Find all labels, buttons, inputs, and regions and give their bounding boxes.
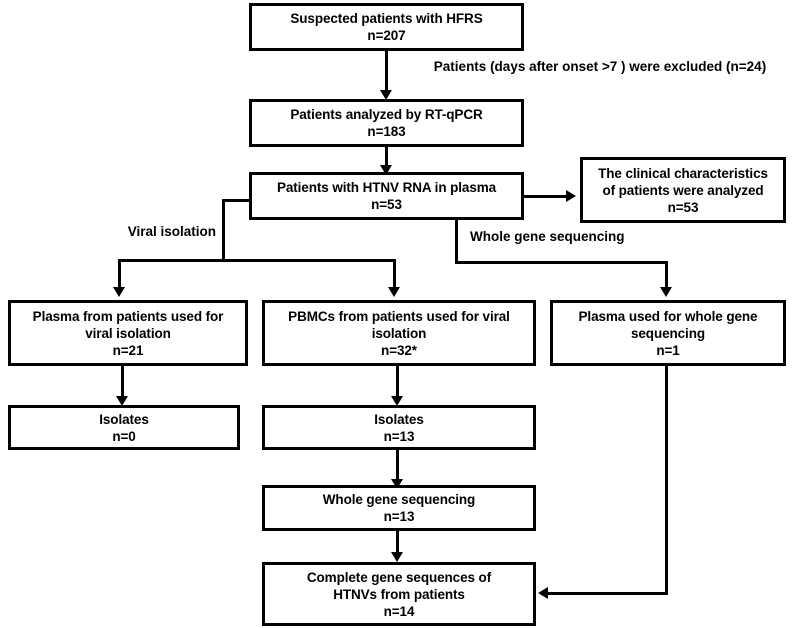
connector-viral-isolation-left-drop	[118, 259, 121, 291]
node-suspected-patients: Suspected patients with HFRS n=207	[249, 3, 524, 51]
node-complete-gene-sequences-line1: Complete gene sequences of	[306, 569, 492, 585]
edge-label-excluded: Patients (days after onset >7 ) were exc…	[415, 58, 785, 75]
arrowhead-to-pbmc-viral-isolation	[388, 287, 400, 297]
node-htnv-rna-plasma: Patients with HTNV RNA in plasma n=53	[249, 172, 524, 220]
node-rt-qpcr-line1: Patients analyzed by RT-qPCR	[290, 107, 483, 122]
node-clinical-characteristics-line1: The clinical characteristics	[598, 165, 768, 181]
connector-wgs-branch-horizontal	[455, 261, 668, 264]
arrowhead-rtqpcr-to-htnv	[380, 165, 392, 175]
node-pbmc-viral-isolation: PBMCs from patients used for viral isola…	[262, 300, 536, 366]
node-suspected-patients-line1: Suspected patients with HFRS	[290, 11, 483, 26]
connector-isolates13-to-wgs	[396, 450, 399, 483]
edge-label-whole-gene-sequencing-text: Whole gene sequencing	[470, 229, 625, 244]
node-plasma-whole-gene-sequencing-line1: Plasma used for whole gene	[578, 308, 758, 324]
node-clinical-characteristics: The clinical characteristics of patients…	[580, 157, 786, 223]
arrowhead-plasma-to-isolates0	[116, 396, 128, 406]
arrowhead-pbmc-to-isolates13	[391, 396, 403, 406]
node-complete-gene-sequences-count: n=14	[383, 603, 415, 619]
edge-label-excluded-line1: Patients (days after onset >7 ) were exc…	[433, 59, 723, 74]
node-whole-gene-sequencing-count: n=13	[383, 509, 415, 524]
connector-suspected-to-rtqpcr	[385, 51, 388, 94]
node-rt-qpcr: Patients analyzed by RT-qPCR n=183	[249, 99, 524, 147]
edge-label-viral-isolation-text: Viral isolation	[127, 224, 216, 239]
arrowhead-suspected-to-rtqpcr	[380, 90, 392, 100]
node-isolates-pbmc: Isolates n=13	[262, 405, 536, 450]
node-plasma-viral-isolation-count: n=21	[112, 342, 144, 358]
node-suspected-patients-count: n=207	[367, 28, 406, 43]
connector-wgs-branch-drop	[665, 261, 668, 291]
node-isolates-pbmc-count: n=13	[383, 428, 415, 444]
node-pbmc-viral-isolation-line1: PBMCs from patients used for viral	[288, 308, 510, 324]
connector-plasma-seq-to-complete-vertical	[665, 366, 668, 595]
node-whole-gene-sequencing-line1: Whole gene sequencing	[322, 492, 476, 507]
node-isolates-plasma-line1: Isolates	[99, 411, 149, 427]
node-plasma-whole-gene-sequencing: Plasma used for whole gene sequencing n=…	[550, 300, 786, 366]
arrowhead-wgs-to-complete	[391, 552, 403, 562]
node-complete-gene-sequences: Complete gene sequences of HTNVs from pa…	[262, 562, 536, 626]
connector-wgs-to-complete	[396, 531, 399, 559]
connector-wgs-branch-vertical	[455, 220, 458, 264]
node-plasma-viral-isolation-line2: viral isolation	[85, 325, 171, 341]
node-rt-qpcr-count: n=183	[367, 124, 406, 139]
node-plasma-whole-gene-sequencing-line2: sequencing	[630, 325, 705, 341]
node-plasma-viral-isolation: Plasma from patients used for viral isol…	[8, 300, 248, 366]
connector-htnv-to-clinical	[524, 195, 568, 198]
connector-viral-isolation-vertical	[222, 199, 225, 261]
arrowhead-plasma-seq-to-complete	[538, 587, 548, 599]
node-plasma-whole-gene-sequencing-count: n=1	[656, 342, 680, 358]
arrowhead-isolates13-to-wgs	[391, 479, 403, 489]
connector-viral-isolation-stub	[222, 199, 252, 202]
node-clinical-characteristics-count: n=53	[667, 199, 699, 215]
node-pbmc-viral-isolation-count: n=32*	[381, 342, 417, 358]
arrowhead-to-plasma-viral-isolation	[113, 287, 125, 297]
node-whole-gene-sequencing: Whole gene sequencing n=13	[262, 485, 536, 531]
node-isolates-plasma: Isolates n=0	[8, 405, 240, 450]
connector-viral-isolation-right-drop	[393, 259, 396, 291]
connector-plasma-to-isolates0	[121, 366, 124, 400]
node-complete-gene-sequences-line2: HTNVs from patients	[333, 586, 465, 602]
node-plasma-viral-isolation-line1: Plasma from patients used for	[32, 308, 224, 324]
connector-plasma-seq-to-complete-horizontal	[548, 592, 668, 595]
connector-pbmc-to-isolates13	[396, 366, 399, 400]
arrowhead-to-plasma-sequencing	[660, 287, 672, 297]
edge-label-viral-isolation: Viral isolation	[88, 223, 216, 240]
arrowhead-htnv-to-clinical	[566, 190, 576, 202]
node-htnv-rna-plasma-line1: Patients with HTNV RNA in plasma	[276, 180, 497, 195]
connector-rtqpcr-to-htnv	[385, 147, 388, 175]
node-isolates-plasma-count: n=0	[112, 428, 136, 444]
node-pbmc-viral-isolation-line2: isolation	[371, 325, 427, 341]
node-isolates-pbmc-line1: Isolates	[374, 411, 424, 427]
node-htnv-rna-plasma-count: n=53	[371, 197, 402, 212]
edge-label-excluded-line2: (n=24)	[726, 59, 767, 74]
node-clinical-characteristics-line2: of patients were analyzed	[602, 182, 764, 198]
connector-viral-isolation-split	[118, 259, 396, 262]
edge-label-whole-gene-sequencing: Whole gene sequencing	[470, 228, 670, 245]
